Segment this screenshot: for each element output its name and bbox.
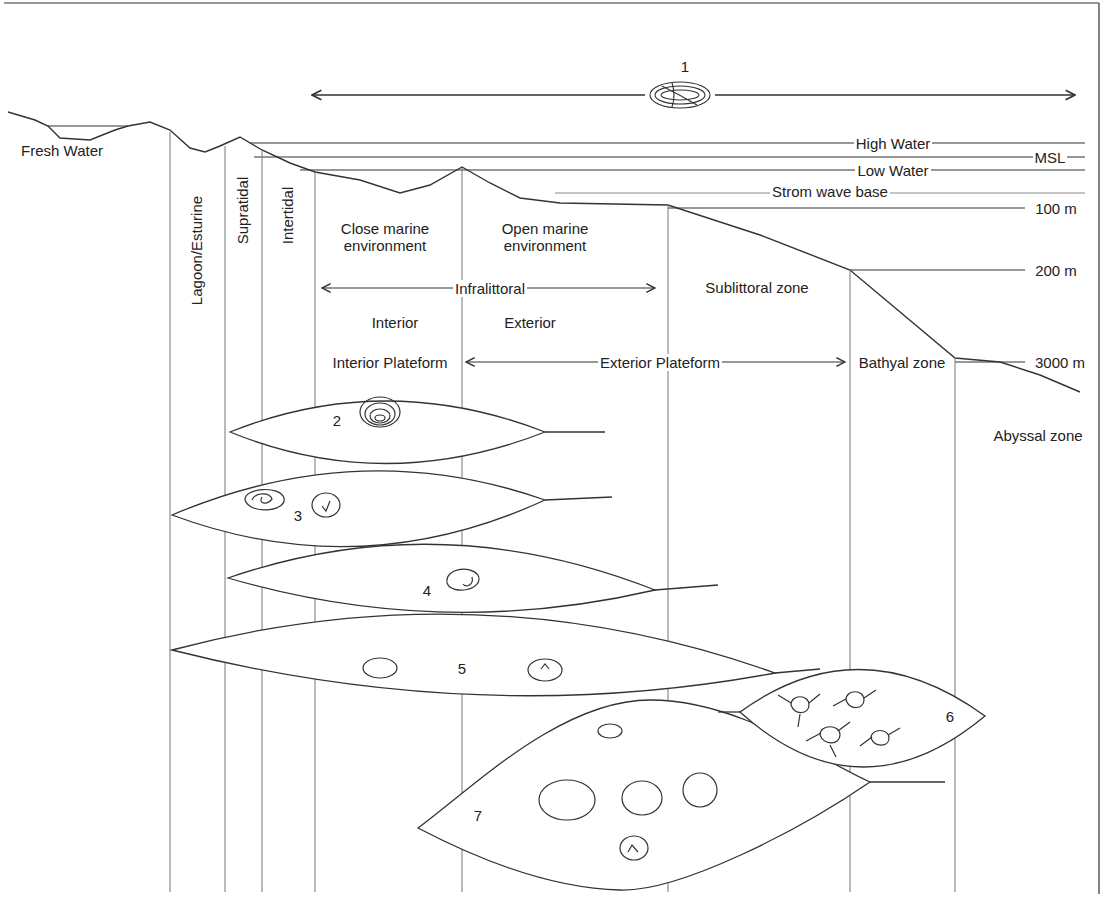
zone-label: Intertidal bbox=[279, 184, 296, 246]
depth-line bbox=[850, 269, 1025, 270]
range-arrow bbox=[715, 94, 1075, 95]
seafloor-profile bbox=[8, 112, 1080, 392]
zone-label: Fresh Water bbox=[19, 142, 105, 159]
frame-line bbox=[4, 2, 1099, 3]
level-line bbox=[254, 156, 1085, 157]
depth-line bbox=[955, 361, 1025, 362]
lens-outline bbox=[166, 606, 846, 702]
callout-number: 7 bbox=[474, 807, 482, 824]
callout-number: 1 bbox=[679, 58, 691, 75]
callout-number: 4 bbox=[423, 582, 431, 599]
water-surface bbox=[48, 125, 128, 126]
lens-outline bbox=[224, 392, 612, 472]
zone-label: Bathyal zone bbox=[857, 354, 948, 371]
callout-number: 2 bbox=[333, 412, 341, 429]
frame-line bbox=[1098, 3, 1099, 894]
zone-label: Open marine environment bbox=[481, 220, 610, 254]
zone-label: Close marine environment bbox=[321, 220, 450, 254]
zone-label: Interior Plateform bbox=[330, 354, 449, 371]
facies-lens: 3 bbox=[166, 464, 618, 554]
zone-label: Exterior bbox=[502, 314, 558, 331]
zone-label: Strom wave base bbox=[770, 183, 890, 200]
callout-number: 5 bbox=[458, 660, 466, 677]
level-line bbox=[300, 169, 1085, 170]
range-arrow bbox=[312, 94, 645, 95]
zone-label: High Water bbox=[854, 135, 932, 152]
zone-label: Lagoon/Esturine bbox=[189, 193, 206, 306]
lens-outline bbox=[166, 464, 618, 554]
zone-label: Interior bbox=[370, 314, 421, 331]
zone-label: Low Water bbox=[855, 162, 930, 179]
callout-number: 3 bbox=[294, 507, 302, 524]
level-line bbox=[250, 142, 1085, 143]
zone-label: 200 m bbox=[1033, 262, 1079, 279]
zone-label: Abyssal zone bbox=[991, 427, 1084, 444]
facies-lens: 2 bbox=[224, 392, 612, 472]
zone-label: Sublittoral zone bbox=[703, 279, 810, 296]
zone-boundary bbox=[170, 132, 955, 892]
facies-lens: 5 bbox=[166, 606, 846, 702]
zone-label: 3000 m bbox=[1033, 354, 1087, 371]
zone-label: Exterior Plateform bbox=[598, 354, 722, 371]
zone-label: Infralittoral bbox=[453, 280, 527, 297]
lens-outline bbox=[222, 538, 724, 618]
callout-number: 6 bbox=[946, 708, 954, 725]
zone-label: MSL bbox=[1033, 149, 1068, 166]
shell-fossil bbox=[650, 82, 710, 108]
facies-lens: 6 bbox=[714, 662, 992, 774]
depth-line bbox=[668, 207, 1025, 208]
facies-lens: 4 bbox=[222, 538, 724, 618]
zone-label: 100 m bbox=[1033, 200, 1079, 217]
zone-label: Supratidal bbox=[234, 174, 251, 246]
